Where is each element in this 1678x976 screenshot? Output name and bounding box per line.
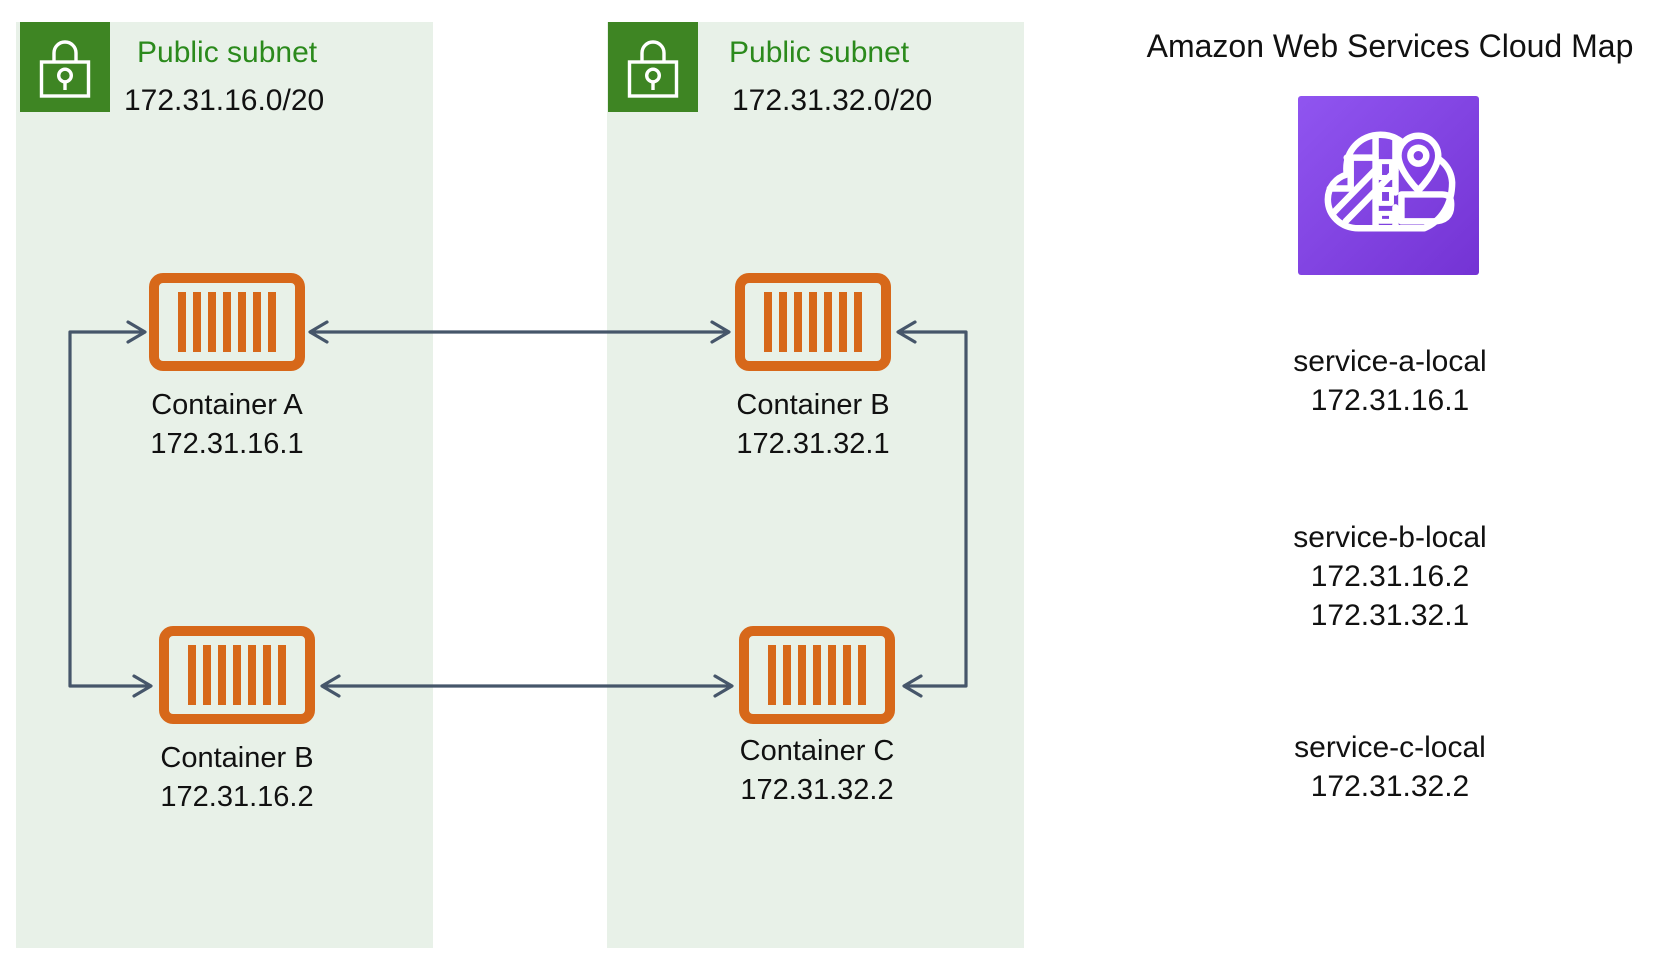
service-name: service-b-local: [1293, 521, 1487, 554]
service-ip: 172.31.16.1: [1310, 384, 1470, 417]
container-name: Container B: [736, 389, 890, 421]
container-a-node: [148, 272, 306, 372]
container-name: Container A: [151, 389, 303, 421]
public-subnet-lock-badge: [20, 22, 110, 112]
container-c-node: [738, 625, 896, 725]
subnet-2-label: Public subnet: [729, 36, 910, 69]
service-entry-a: service-a-local 172.31.16.1: [1210, 342, 1570, 420]
container-icon: [739, 626, 895, 724]
container-ip: 172.31.16.1: [150, 428, 304, 460]
container-icon: [149, 273, 305, 371]
service-entry-c: service-c-local 172.31.32.2: [1210, 728, 1570, 806]
service-ip: 172.31.32.1: [1310, 599, 1470, 632]
lock-icon: [39, 40, 91, 98]
container-c-caption: Container C 172.31.32.2: [687, 732, 947, 810]
container-b-right-caption: Container B 172.31.32.1: [683, 386, 943, 464]
container-name: Container B: [160, 742, 314, 774]
container-a-caption: Container A 172.31.16.1: [97, 386, 357, 464]
lock-icon: [627, 40, 679, 98]
service-ip: 172.31.32.2: [1310, 770, 1470, 803]
subnet-2-cidr: 172.31.32.0/20: [732, 84, 933, 117]
container-ip: 172.31.32.2: [740, 774, 894, 806]
container-ip: 172.31.16.2: [160, 781, 314, 813]
container-b-left-node: [158, 625, 316, 725]
container-ip: 172.31.32.1: [736, 428, 890, 460]
container-name: Container C: [739, 735, 895, 767]
container-b-left-caption: Container B 172.31.16.2: [107, 739, 367, 817]
service-name: service-a-local: [1293, 345, 1487, 378]
container-b-right-node: [734, 272, 892, 372]
subnet-1-label: Public subnet: [137, 36, 318, 69]
service-name: service-c-local: [1294, 731, 1486, 764]
service-entry-b: service-b-local 172.31.16.2 172.31.32.1: [1210, 518, 1570, 635]
subnet-1-cidr: 172.31.16.0/20: [124, 84, 325, 117]
container-icon: [735, 273, 891, 371]
cloud-map-icon: [1298, 96, 1479, 275]
service-ip: 172.31.16.2: [1310, 560, 1470, 593]
public-subnet-lock-badge: [608, 22, 698, 112]
cloud-map-title: Amazon Web Services Cloud Map: [1146, 28, 1634, 64]
container-icon: [159, 626, 315, 724]
